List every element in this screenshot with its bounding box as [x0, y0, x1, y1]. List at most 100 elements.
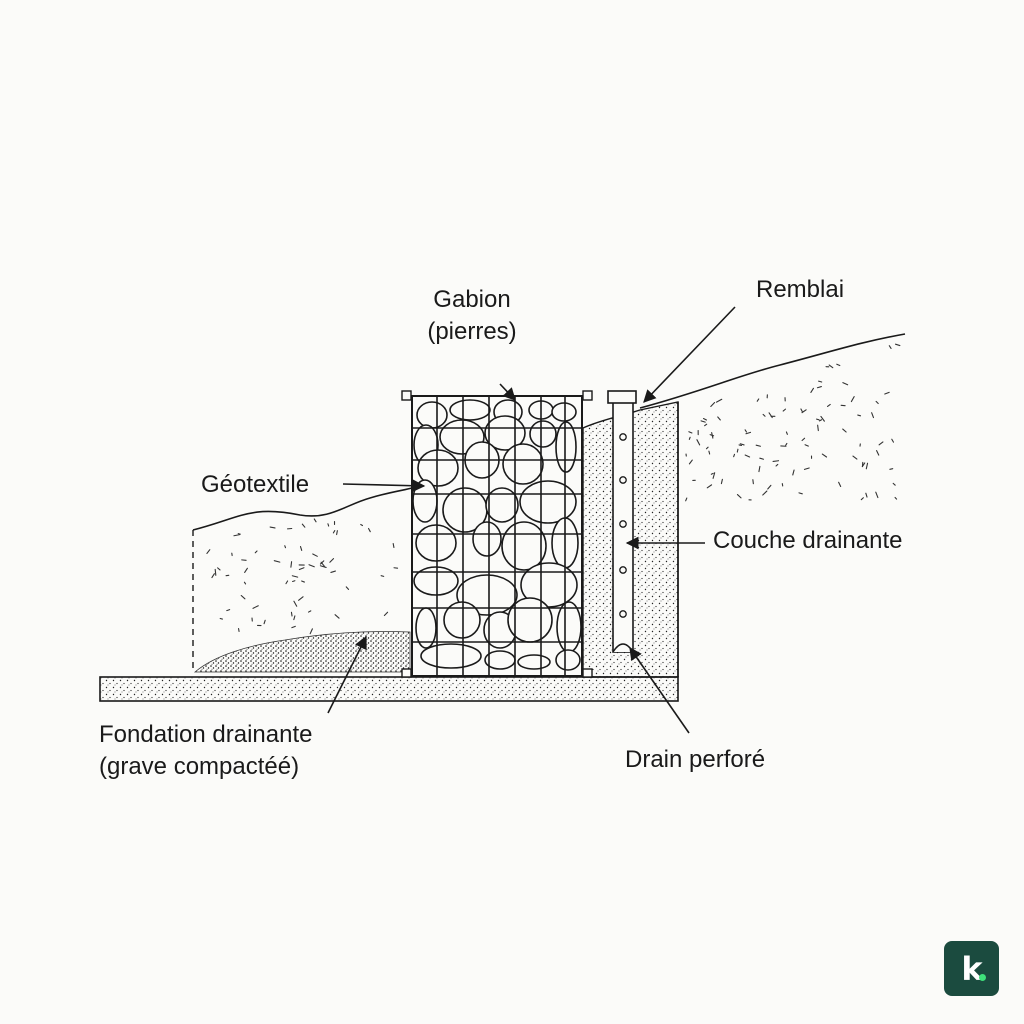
label-couche-drainante: Couche drainante — [713, 527, 903, 554]
soil-speckle — [285, 580, 289, 585]
soil-speckle — [875, 491, 879, 499]
soil-speckle — [736, 448, 739, 453]
soil-speckle — [708, 450, 711, 455]
soil-speckle — [762, 413, 766, 417]
gabion-basket — [401, 390, 593, 678]
left-soil — [192, 487, 413, 672]
soil-speckle — [309, 628, 313, 635]
soil-speckle — [865, 492, 868, 498]
soil-speckle — [329, 558, 335, 563]
soil-speckle — [301, 523, 306, 528]
soil-speckle — [717, 416, 721, 421]
drain-hole — [619, 566, 627, 574]
stone — [443, 601, 481, 639]
soil-speckle — [284, 545, 287, 549]
soil-speckle — [254, 550, 258, 554]
soil-speckle — [345, 586, 350, 590]
soil-speckle — [291, 575, 299, 578]
soil-speckle — [842, 382, 849, 386]
soil-speckle — [368, 527, 371, 533]
soil-speckle — [804, 444, 809, 447]
stone — [485, 487, 519, 523]
soil-speckle — [820, 415, 825, 422]
label-gabion: Gabion (pierres) — [392, 284, 552, 348]
stone — [415, 524, 457, 562]
soil-speckle — [816, 386, 822, 389]
soil-speckle — [894, 343, 901, 347]
soil-speckle — [767, 484, 772, 490]
soil-speckle — [243, 581, 247, 585]
stone — [551, 402, 577, 422]
soil-speckle — [785, 431, 788, 435]
soil-speckle — [821, 453, 828, 458]
soil-speckle — [273, 560, 281, 563]
soil-speckle — [888, 345, 892, 349]
soil-speckle — [755, 444, 761, 447]
label-geotextile: Géotextile — [201, 471, 310, 498]
label-fondation-line1: Fondation drainante — [99, 721, 313, 748]
soil-speckle — [327, 523, 330, 527]
soil-speckle — [810, 387, 815, 393]
soil-speckle — [710, 401, 716, 408]
soil-speckle — [744, 454, 751, 458]
soil-speckle — [852, 455, 858, 460]
leader-drain — [629, 646, 690, 734]
soil-speckle — [798, 492, 803, 495]
perforated-drain — [607, 390, 637, 653]
stone — [417, 449, 459, 487]
label-gabion-line2: (pierres) — [427, 318, 517, 345]
stone — [416, 401, 448, 429]
soil-speckle — [752, 479, 754, 485]
soil-speckle — [782, 408, 787, 412]
soil-speckle — [688, 459, 693, 465]
soil-speckle — [894, 496, 898, 500]
stone — [501, 521, 547, 571]
soil-speckle — [758, 465, 761, 473]
soil-speckle — [704, 423, 708, 427]
soil-speckle — [706, 484, 713, 489]
logo-letter: k — [961, 949, 982, 988]
soil-speckle — [738, 444, 743, 446]
soil-speckle — [293, 615, 296, 621]
drain-hole — [619, 433, 627, 441]
soil-speckle — [307, 610, 312, 613]
soil-speckle — [334, 614, 340, 619]
soil-speckle — [878, 441, 884, 446]
soil-speckle — [857, 414, 862, 417]
soil-speckle — [800, 408, 803, 413]
stone — [420, 643, 482, 669]
soil-speckle — [702, 417, 708, 421]
soil-speckle — [828, 364, 834, 369]
leader-remblai — [643, 306, 736, 403]
soil-speckle — [206, 549, 211, 555]
soil-speckle — [298, 596, 304, 601]
stone — [556, 601, 582, 653]
soil-speckle — [817, 424, 819, 432]
soil-speckle — [299, 546, 303, 551]
soil-speckle — [233, 534, 241, 537]
soil-speckle — [211, 573, 215, 579]
logo-dot — [979, 974, 986, 981]
stone — [502, 443, 544, 485]
soil-speckle — [860, 497, 864, 501]
soil-speckle — [332, 530, 336, 534]
soil-speckle — [308, 564, 315, 568]
soil-speckle — [772, 460, 780, 462]
soil-speckle — [803, 467, 810, 470]
stone — [519, 480, 577, 524]
stone — [413, 566, 459, 596]
drain-hole — [619, 610, 627, 618]
soil-speckle — [336, 530, 338, 536]
soil-speckle — [762, 490, 768, 496]
soil-speckle — [733, 453, 736, 458]
label-remblai: Remblai — [756, 276, 845, 303]
leader-geotextile — [342, 479, 426, 493]
soil-speckle — [715, 398, 723, 403]
soil-speckle — [290, 611, 293, 617]
soil-speckle — [711, 432, 714, 439]
soil-speckle — [865, 462, 869, 470]
soil-speckle — [244, 567, 248, 573]
soil-speckle — [756, 398, 760, 402]
soil-speckle — [312, 553, 318, 557]
